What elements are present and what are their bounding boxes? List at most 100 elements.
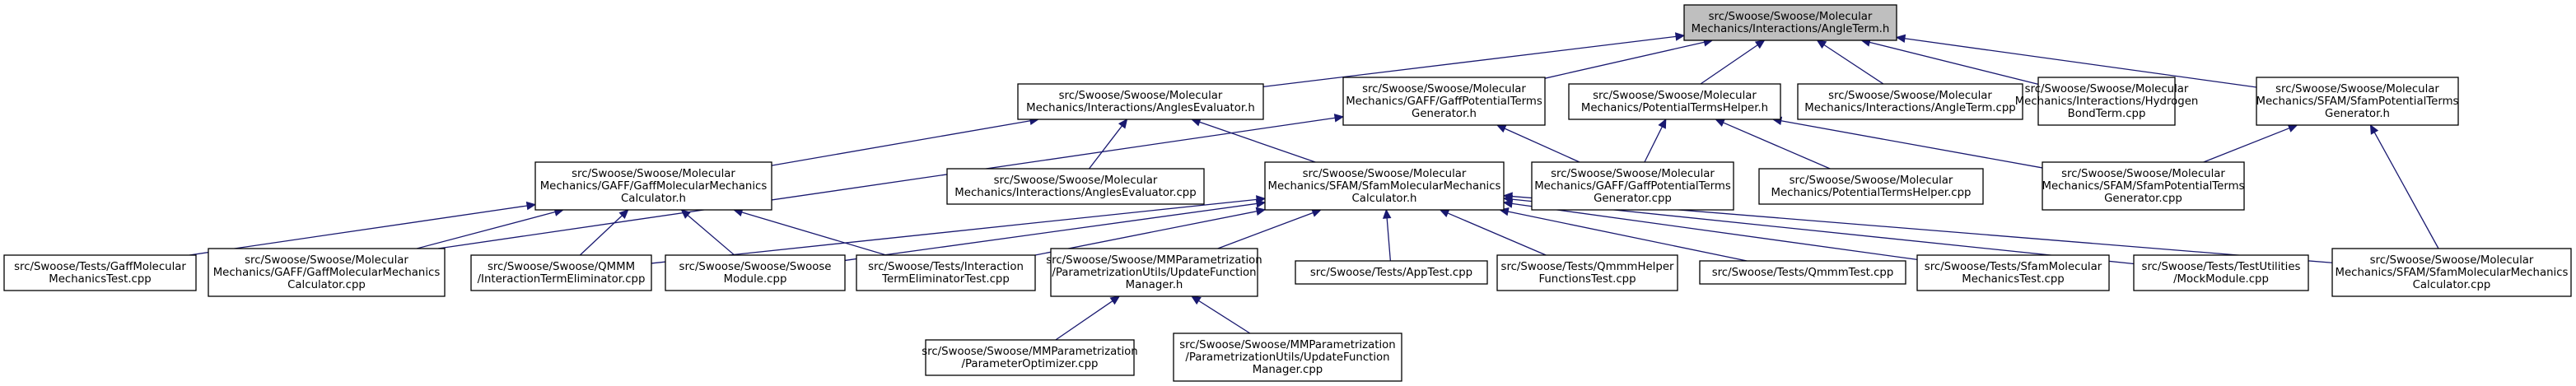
edge-line (1055, 300, 1113, 341)
node-label-line: Generator.h (1412, 108, 1477, 120)
node-label-line: src/Swoose/Swoose/Molecular (1059, 90, 1223, 102)
edge-sfam_potential_terms_generator_cpp-to-sfam_potential_terms_generator_h (2203, 123, 2298, 163)
edge-interaction_term_eliminator_cpp-to-gaff_mm_calculator_h (579, 209, 629, 256)
edge-hydrogen_bond_term_cpp-to-angleterm_h (1860, 38, 2039, 85)
node-label-line: Calculator.h (621, 193, 686, 205)
node-potential-terms-helper-h[interactable]: src/Swoose/Swoose/MolecularMechanics/Pot… (1568, 83, 1781, 120)
node-angleterm-cpp[interactable]: src/Swoose/Swoose/MolecularMechanics/Int… (1797, 83, 2023, 120)
node-gaff-potential-terms-generator-cpp[interactable]: src/Swoose/Swoose/MolecularMechanics/GAF… (1531, 161, 1734, 211)
arrowhead-icon (1754, 40, 1766, 49)
node-sfam-mm-calculator-cpp[interactable]: src/Swoose/Swoose/MolecularMechanics/SFA… (2331, 248, 2572, 297)
node-label-line: src/Swoose/Tests/SfamMolecular (1925, 261, 2102, 273)
node-label-line: src/Swoose/Swoose/Swoose (679, 261, 832, 273)
node-app-test-cpp[interactable]: src/Swoose/Tests/AppTest.cpp (1295, 260, 1488, 285)
node-update-function-manager-h[interactable]: src/Swoose/Swoose/MMParametrization/Para… (1046, 248, 1262, 297)
node-gaff-mm-calculator-cpp[interactable]: src/Swoose/Swoose/MolecularMechanics/GAF… (208, 248, 446, 297)
node-box (1264, 161, 1505, 211)
node-label-line: /InteractionTermEliminator.cpp (478, 273, 646, 286)
node-box (1683, 4, 1897, 41)
node-sfam-mm-test-cpp[interactable]: src/Swoose/Tests/SfamMolecularMechanicsT… (1916, 254, 2110, 291)
node-label-line: Calculator.h (1352, 193, 1417, 205)
node-label-line: Calculator.cpp (287, 279, 366, 291)
node-label-line: src/Swoose/Swoose/MMParametrization (922, 346, 1137, 358)
edge-line (1088, 125, 1122, 170)
node-mock-module-cpp[interactable]: src/Swoose/Tests/TestUtilities/MockModul… (2133, 254, 2309, 291)
node-interaction-term-eliminator-test-cpp[interactable]: src/Swoose/Tests/InteractionTermEliminat… (856, 254, 1036, 291)
edge-swoose_module_cpp-to-sfam_mm_calculator_h (844, 199, 1267, 262)
edge-line (1511, 202, 1918, 261)
node-label-line: Mechanics/Interactions/Hydrogen (2015, 95, 2199, 108)
edge-line (1869, 41, 2039, 85)
node-box (2133, 254, 2309, 291)
node-label-line: Mechanics/Interactions/AnglesEvaluator.c… (954, 187, 1196, 199)
node-gaff-mm-test-cpp[interactable]: src/Swoose/Tests/GaffMolecularMechanicsT… (3, 254, 197, 291)
node-box (208, 248, 446, 297)
node-potential-terms-helper-cpp[interactable]: src/Swoose/Swoose/MolecularMechanics/Pot… (1758, 168, 1984, 205)
edge-sfam_mm_calculator_h-to-angles_evaluator_h (1190, 118, 1316, 163)
arrowhead-icon (1191, 295, 1202, 305)
edge-interaction_term_eliminator_test_cpp-to-sfam_mm_calculator_h (1034, 207, 1267, 256)
node-label-line: src/Swoose/Swoose/MMParametrization (1179, 339, 1395, 351)
node-update-function-manager-cpp[interactable]: src/Swoose/Swoose/MMParametrization/Para… (1173, 333, 1402, 382)
arrowhead-icon (1439, 209, 1450, 217)
node-label-line: src/Swoose/Swoose/Molecular (1828, 90, 1992, 102)
edge-gaff_potential_terms_generator_h-to-angleterm_h (1544, 38, 1714, 79)
node-interaction-term-eliminator-cpp[interactable]: src/Swoose/Swoose/QMMM/InteractionTermEl… (470, 254, 652, 291)
node-angles-evaluator-h[interactable]: src/Swoose/Swoose/MolecularMechanics/Int… (1017, 83, 1264, 120)
node-label-line: src/Swoose/Swoose/Molecular (2025, 83, 2189, 95)
node-label-line: Mechanics/PotentialTermsHelper.h (1581, 102, 1768, 114)
node-box (1699, 260, 1906, 285)
node-sfam-potential-terms-generator-cpp[interactable]: src/Swoose/Swoose/MolecularMechanics/SFA… (2042, 161, 2245, 211)
arrowhead-icon (1118, 119, 1128, 129)
node-label-line: Generator.cpp (1594, 193, 1672, 205)
node-qmmm-test-cpp[interactable]: src/Swoose/Tests/QmmmTest.cpp (1699, 260, 1906, 285)
edge-update_function_manager_h-to-sfam_mm_calculator_h (1217, 208, 1322, 249)
node-gaff-potential-terms-generator-h[interactable]: src/Swoose/Swoose/MolecularMechanics/GAF… (1342, 77, 1546, 126)
arrowhead-icon (1333, 114, 1345, 123)
node-sfam-potential-terms-generator-h[interactable]: src/Swoose/Swoose/MolecularMechanics/SFA… (2256, 77, 2459, 126)
edge-line (1823, 44, 1884, 85)
node-label-line: src/Swoose/Swoose/Molecular (1362, 83, 1526, 95)
node-box (2042, 161, 2245, 211)
node-label-line: src/Swoose/Tests/GaffMolecular (14, 261, 186, 273)
node-label-line: src/Swoose/Tests/QmmmHelper (1501, 261, 1674, 273)
node-gaff-mm-calculator-h[interactable]: src/Swoose/Swoose/MolecularMechanics/GAF… (534, 161, 772, 211)
arrowhead-icon (525, 201, 537, 211)
node-label-line: Mechanics/SFAM/SfamMolecularMechanics (1268, 180, 1501, 193)
node-label-line: Generator.cpp (2104, 193, 2182, 205)
edge-line (1544, 41, 1705, 79)
node-angles-evaluator-cpp[interactable]: src/Swoose/Swoose/MolecularMechanics/Int… (946, 168, 1205, 205)
edge-potential_terms_helper_cpp-to-potential_terms_helper_h (1715, 119, 1831, 170)
node-label-line: MechanicsTest.cpp (1962, 273, 2065, 286)
node-label-line: src/Swoose/Swoose/Molecular (1593, 90, 1757, 102)
node-label-line: src/Swoose/Swoose/Molecular (1551, 168, 1715, 180)
node-box (946, 168, 1205, 205)
arrowhead-icon (1895, 34, 1906, 44)
edge-line (1780, 120, 2043, 169)
node-parameter-optimizer-cpp[interactable]: src/Swoose/Swoose/MMParametrization/Para… (922, 339, 1138, 376)
node-box (2331, 248, 2572, 297)
edge-line (1700, 44, 1758, 85)
arrowhead-icon (618, 209, 629, 220)
edge-line (1034, 211, 1258, 256)
arrowhead-icon (1109, 295, 1121, 305)
edge-swoose_module_cpp-to-gaff_mm_calculator_h (680, 209, 735, 256)
node-label-line: src/Swoose/Swoose/MMParametrization (1046, 254, 1262, 267)
node-box (3, 254, 197, 291)
edge-line (1199, 121, 1316, 163)
arrowhead-icon (1658, 118, 1667, 129)
node-qmmm-helper-functions-test-cpp[interactable]: src/Swoose/Tests/QmmmHelperFunctionsTest… (1496, 254, 1678, 291)
arrowhead-icon (1496, 124, 1507, 133)
node-label-line: Mechanics/Interactions/AngleTerm.cpp (1804, 102, 2015, 114)
edge-gaff_mm_calculator_cpp-to-gaff_potential_terms_generator_h (437, 114, 1345, 249)
node-box (1758, 168, 1984, 205)
edge-line (437, 117, 1336, 249)
node-sfam-mm-calculator-h[interactable]: src/Swoose/Swoose/MolecularMechanics/SFA… (1264, 161, 1505, 211)
edge-interaction_term_eliminator_test_cpp-to-gaff_mm_calculator_h (732, 207, 887, 256)
edge-line (2373, 132, 2439, 249)
node-box (470, 254, 652, 291)
node-hydrogen-bond-term-cpp[interactable]: src/Swoose/Swoose/MolecularMechanics/Int… (2015, 77, 2199, 126)
node-box (1568, 83, 1781, 120)
